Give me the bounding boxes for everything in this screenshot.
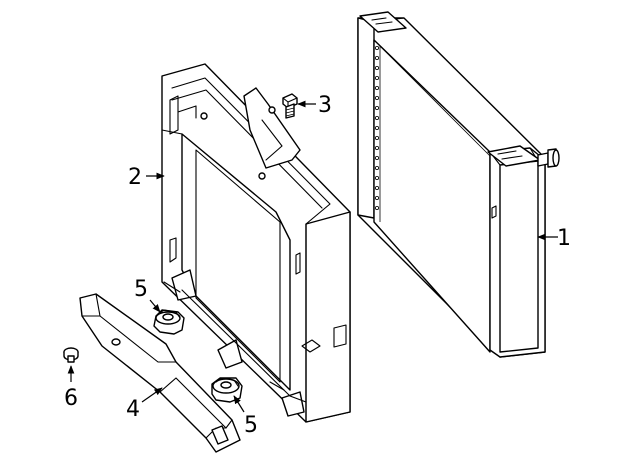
callout-2: 2: [128, 165, 142, 190]
callout-5-upper: 5: [134, 277, 148, 302]
lower-bracket: [79, 293, 241, 453]
leader-5b: [233, 395, 245, 413]
screw: [63, 347, 79, 363]
radiator: [357, 11, 560, 358]
leader-4: [141, 387, 163, 403]
callout-3: 3: [318, 93, 332, 118]
radiator-tank-holes: [374, 46, 379, 210]
callout-labels: 1 2 3 4 5 5 6: [64, 93, 571, 438]
callout-1: 1: [557, 226, 571, 251]
leader-5a: [149, 299, 161, 313]
callout-4: 4: [126, 397, 140, 422]
mount-upper: [153, 309, 185, 335]
mount-lower: [211, 377, 243, 403]
bolt: [282, 93, 298, 119]
callout-5-lower: 5: [244, 413, 258, 438]
radiator-support-frame: [161, 63, 351, 423]
callout-6: 6: [64, 386, 78, 411]
callout-leaders: [67, 100, 558, 413]
